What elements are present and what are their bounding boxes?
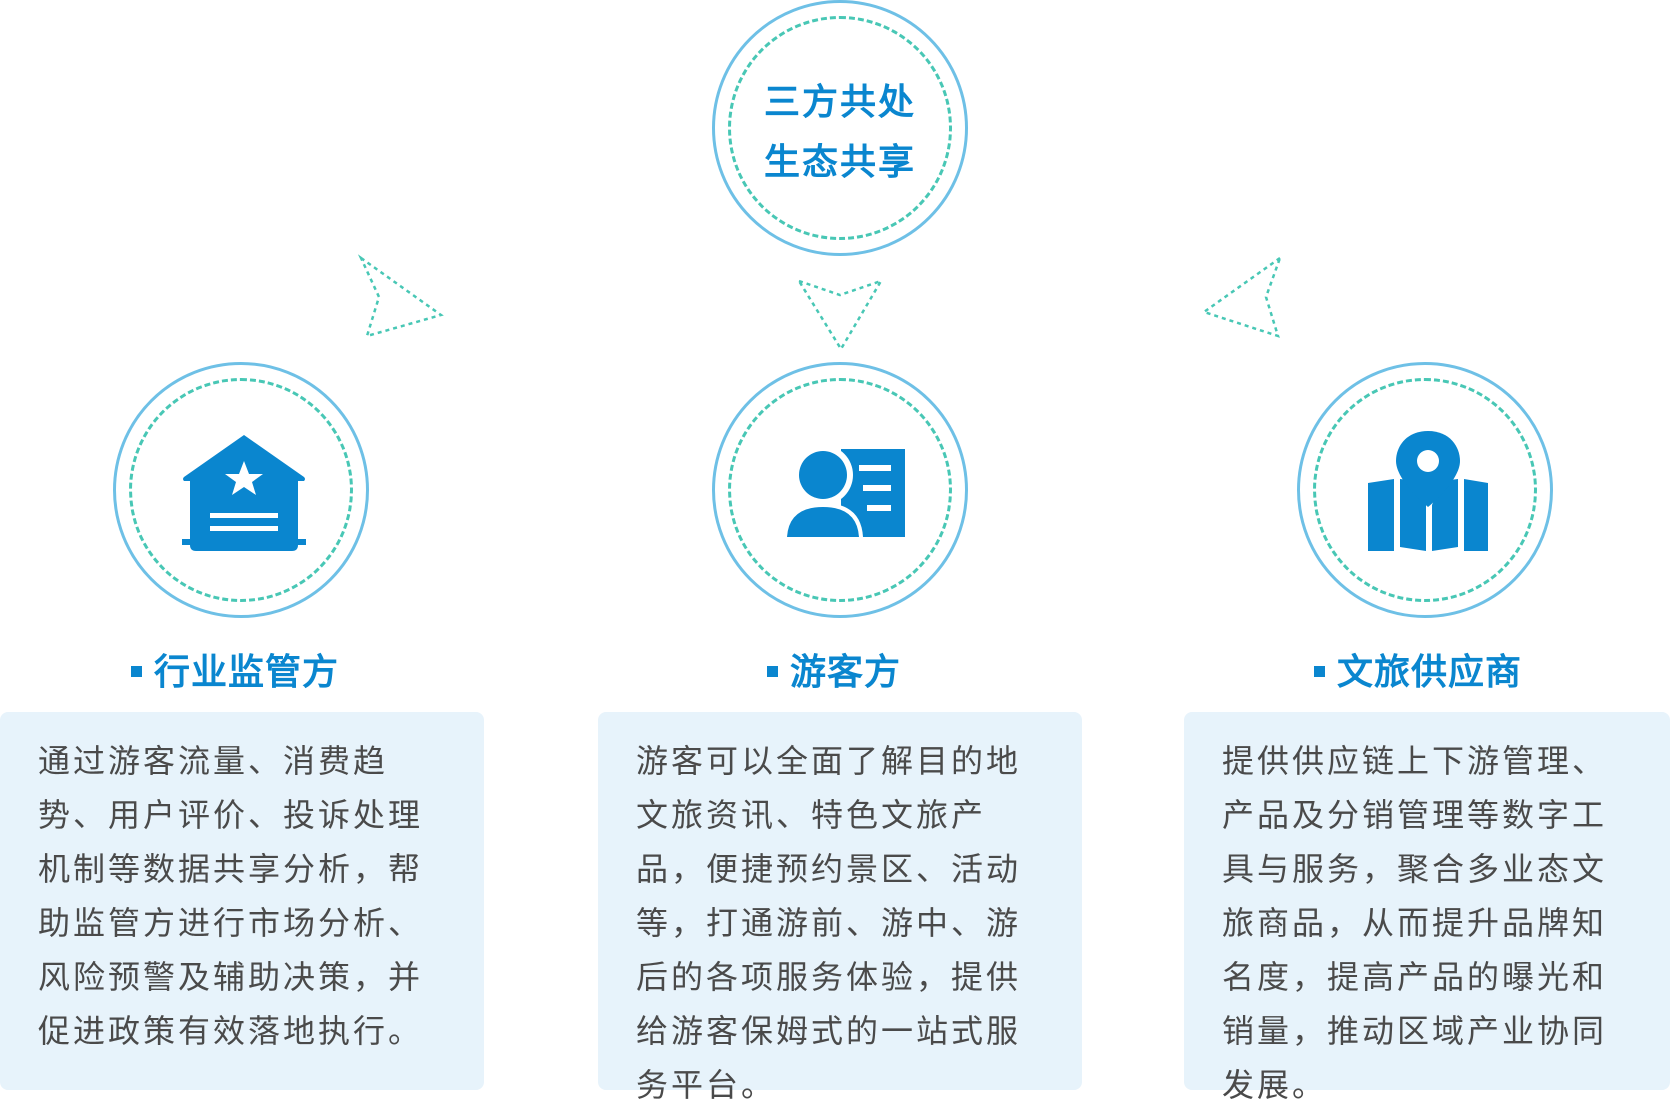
supplier-card: 提供供应链上下游管理、产品及分销管理等数字工具与服务，聚合多业态文旅商品，从而提… (1184, 712, 1670, 1104)
supplier-label-text: 文旅供应商 (1337, 652, 1523, 693)
regulator-label-text: 行业监管方 (154, 652, 340, 693)
visitor-description: 游客可以全面了解目的地文旅资讯、特色文旅产品，便捷预约景区、活动等，打通游前、游… (636, 742, 1022, 1104)
map-pin-icon (1368, 431, 1488, 551)
regulator-circle (113, 362, 369, 618)
arrow-left-icon (357, 254, 444, 338)
visitor-circle (712, 362, 968, 618)
visitor-label: 游客方 (767, 643, 901, 695)
center-dashed-ring (728, 16, 952, 240)
supplier-dashed-ring (1313, 378, 1537, 602)
government-building-icon (182, 435, 306, 551)
regulator-card: 通过游客流量、消费趋势、用户评价、投诉处理机制等数据共享分析，帮助监管方进行市场… (0, 712, 484, 1090)
center-circle: 三方共处 生态共享 (712, 0, 968, 256)
visitor-card-icon (783, 447, 905, 537)
regulator-label: 行业监管方 (131, 643, 339, 695)
regulator-dashed-ring (129, 378, 353, 602)
visitor-card: 游客可以全面了解目的地文旅资讯、特色文旅产品，便捷预约景区、活动等，打通游前、游… (598, 712, 1082, 1104)
bullet-icon (131, 665, 142, 677)
bullet-icon (767, 665, 778, 677)
regulator-description: 通过游客流量、消费趋势、用户评价、投诉处理机制等数据共享分析，帮助监管方进行市场… (38, 742, 424, 1050)
arrow-center-icon (796, 278, 884, 352)
visitor-dashed-ring (728, 378, 952, 602)
center-title-line1: 三方共处 (763, 82, 916, 123)
supplier-label: 文旅供应商 (1314, 643, 1522, 695)
bullet-icon (1314, 665, 1325, 677)
supplier-description: 提供供应链上下游管理、产品及分销管理等数字工具与服务，聚合多业态文旅商品，从而提… (1222, 742, 1608, 1104)
arrow-right-icon (1201, 254, 1283, 338)
center-title-line2: 生态共享 (763, 142, 916, 183)
supplier-circle (1297, 362, 1553, 618)
visitor-label-text: 游客方 (790, 652, 902, 693)
